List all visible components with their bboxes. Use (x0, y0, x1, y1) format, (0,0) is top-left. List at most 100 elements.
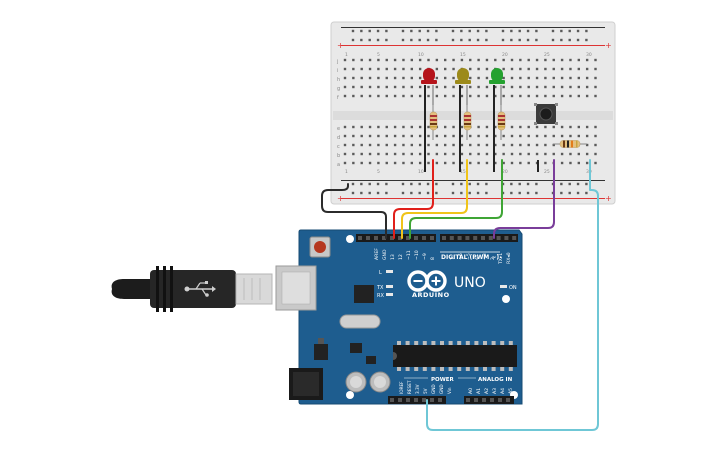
ic-pin (457, 367, 462, 371)
breadboard-hole (360, 161, 363, 165)
breadboard-hole (560, 125, 564, 129)
wire-pin12[interactable] (401, 159, 468, 239)
push-button[interactable] (534, 103, 558, 125)
yellow-led[interactable] (455, 68, 471, 84)
green-led[interactable] (489, 68, 505, 84)
breadboard-hole (402, 58, 405, 62)
ic-pin (431, 367, 436, 371)
pin-label: 2 (490, 257, 496, 260)
voltage-regulator (314, 344, 328, 360)
breadboard-hole (544, 152, 547, 156)
reset-button-cap[interactable] (314, 241, 326, 253)
column-number: 1 (345, 52, 348, 58)
breadboard-hole (544, 76, 547, 80)
tx-led-label: TX (376, 285, 384, 291)
rail-hole (360, 182, 363, 186)
wire-5v[interactable] (426, 159, 599, 431)
usb-cable[interactable] (111, 266, 273, 312)
breadboard-hole (385, 76, 388, 80)
breadboard-hole (410, 67, 413, 71)
breadboard-hole (368, 134, 372, 138)
breadboard-hole (393, 76, 397, 80)
rail-hole (585, 191, 588, 195)
breadboard-hole (444, 161, 447, 165)
breadboard-hole (460, 152, 464, 156)
yellow-led-rim (455, 80, 471, 84)
rail-hole (576, 191, 580, 195)
column-number: 25 (544, 52, 550, 58)
arduino-uno[interactable]: AREF GND 13 12 ~11 ~10 ~9 8 7 ~6 ~5 4 ~3… (275, 229, 523, 405)
wire-pin13[interactable] (393, 159, 434, 239)
breadboard-hole (527, 161, 530, 165)
header-hole (366, 236, 370, 240)
breadboard-hole (527, 85, 530, 89)
breadboard-hole (435, 152, 439, 156)
rail-hole (510, 191, 513, 195)
breadboard-hole (343, 143, 347, 147)
header-hole (474, 398, 478, 402)
breadboard-hole (552, 125, 555, 129)
breadboard-hole (368, 161, 372, 165)
column-numbers: 1 5 10 15 20 25 30 1 5 10 15 20 25 30 (345, 52, 592, 175)
digital-header-holes (358, 236, 517, 240)
breadboard-hole (494, 58, 497, 62)
breadboard-hole (510, 76, 514, 80)
breadboard-hole (444, 125, 447, 129)
pin-label: ~9 (422, 253, 428, 260)
breadboard-hole (385, 143, 388, 147)
breadboard-hole (560, 161, 564, 165)
mounting-hole (502, 295, 510, 303)
ic-pin (508, 367, 513, 371)
rail-hole (360, 29, 363, 33)
resistor-red-led[interactable] (429, 105, 438, 140)
breadboard-hole (560, 134, 564, 138)
resistor[interactable] (553, 140, 587, 148)
rail-hole (451, 38, 455, 42)
header-hole (374, 236, 378, 240)
breadboard-hole (510, 125, 514, 129)
breadboard-hole (527, 143, 530, 147)
ic-pin (397, 341, 401, 345)
ic-pin (448, 341, 453, 345)
usb-cable-strain-relief (111, 279, 152, 299)
wire-pin11[interactable] (409, 159, 503, 239)
rail-hole (435, 38, 438, 42)
breadboard-hole (594, 58, 597, 62)
resistor-yellow-led[interactable] (463, 105, 472, 140)
resistor-green-led[interactable] (497, 105, 506, 140)
header-hole (390, 398, 394, 402)
breadboard-hole (535, 143, 539, 147)
red-led[interactable] (421, 68, 437, 84)
breadboard-hole (427, 152, 430, 156)
breadboard-hole (343, 94, 347, 98)
breadboard-hole (594, 134, 597, 138)
breadboard-hole (418, 125, 422, 129)
digital-label: DIGITAL (PWM ~) (441, 254, 499, 261)
rail-hole (410, 38, 413, 42)
breadboard-hole (402, 152, 405, 156)
wire-pin2[interactable] (493, 159, 555, 239)
rail-hole (426, 38, 430, 42)
breadboard-hole (469, 152, 472, 156)
breadboard-hole (435, 85, 439, 89)
ic-pin (483, 367, 487, 371)
breadboard-hole (402, 85, 405, 89)
breadboard[interactable]: + + + + j i h g f e d c b a 1 5 10 15 20… (330, 21, 616, 205)
rail-hole (535, 29, 538, 33)
breadboard-hole (485, 76, 489, 80)
breadboard-hole (368, 58, 372, 62)
breadboard-hole (360, 94, 363, 98)
ic-pin (465, 367, 470, 371)
rail-hole (518, 191, 521, 195)
rail-hole (576, 38, 580, 42)
breadboard-hole (460, 94, 464, 98)
wire-gnd[interactable] (321, 183, 387, 239)
breadboard-hole (469, 58, 472, 62)
red-led-body (423, 68, 435, 82)
ic-pin (414, 341, 419, 345)
column-number: 1 (345, 169, 348, 175)
rail-hole (426, 191, 430, 195)
header-hole (390, 236, 394, 240)
breadboard-hole (569, 134, 572, 138)
breadboard-hole (343, 85, 347, 89)
